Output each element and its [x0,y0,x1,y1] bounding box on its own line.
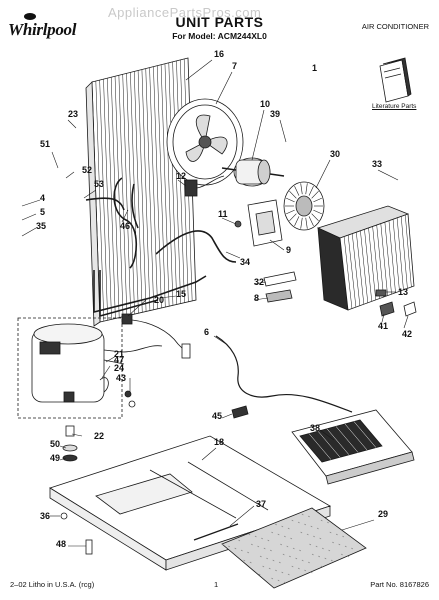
thermistor-part [263,271,297,303]
callout-52: 52 [82,165,93,175]
callout-12: 12 [176,171,187,181]
callout-7: 7 [232,61,238,71]
footer-page-number: 1 [214,580,219,589]
condenser-coil-part [85,57,197,327]
callout-41: 41 [378,321,389,331]
callout-38: 38 [310,423,321,433]
brand-logo: Whirlpool [8,20,77,39]
callout-18: 18 [214,437,225,447]
callout-23: 23 [68,109,79,119]
callout-5: 5 [40,207,46,217]
wire-harness-part [121,313,191,359]
brand-logo-mark [24,13,36,20]
capillary-tube-part [215,335,353,413]
callout-32: 32 [254,277,265,287]
compressor-part [31,323,163,403]
callout-39: 39 [270,109,281,119]
callout-36: 36 [40,511,51,521]
callout-15: 15 [176,289,187,299]
callout-34: 34 [240,257,251,267]
model-subtitle: For Model: ACM244XL0 [172,31,267,41]
blower-wheel-part [283,181,325,231]
watermark: AppliancePartsPros.com [108,5,262,20]
callout-45: 45 [212,411,223,421]
callout-48: 48 [56,539,67,549]
callout-1: 1 [312,63,318,73]
callout-50: 50 [50,439,61,449]
product-type: AIR CONDITIONER [361,22,429,31]
callout-8: 8 [254,293,260,303]
callout-29: 29 [378,509,389,519]
page-title: UNIT PARTS [175,14,264,30]
callout-24: 24 [114,363,125,373]
callout-6: 6 [204,327,210,337]
callout-53: 53 [94,179,105,189]
refrigerant-tubing-part [85,177,237,318]
callout-13: 13 [398,287,409,297]
drain-wire-part [193,523,239,541]
evaporator-coil-part [316,205,415,311]
leader-lines [21,59,409,547]
control-board-part [291,409,415,485]
motor-bracket-part [234,199,283,247]
literature-booklet-part [379,57,412,103]
callout-46: 46 [120,221,131,231]
callout-37: 37 [256,499,267,509]
fan-motor-part [221,157,285,187]
callout-16: 16 [214,49,225,59]
callout-42: 42 [402,329,413,339]
callout-20: 20 [154,295,165,305]
callout-4: 4 [40,193,46,203]
callout-22: 22 [94,431,105,441]
callout-47: 47 [114,355,125,365]
callout-43: 43 [116,373,127,383]
callout-30: 30 [330,149,341,159]
air-filter-part [221,507,367,589]
hardware-part [60,377,249,555]
footer-litho: 2–02 Litho in U.S.A. (rcg) [10,580,95,589]
callout-33: 33 [372,159,383,169]
callout-10: 10 [260,99,271,109]
capacitor-part [184,175,225,197]
callout-35: 35 [36,221,47,231]
callout-11: 11 [218,209,228,219]
callout-49: 49 [50,453,61,463]
callout-51: 51 [40,139,51,149]
footer-part-number: Part No. 8167826 [370,580,429,589]
callout-9: 9 [286,245,292,255]
literature-parts-label: Literature Parts [372,103,417,110]
small-bracket-part [379,301,417,317]
callout-21: 21 [114,349,125,359]
